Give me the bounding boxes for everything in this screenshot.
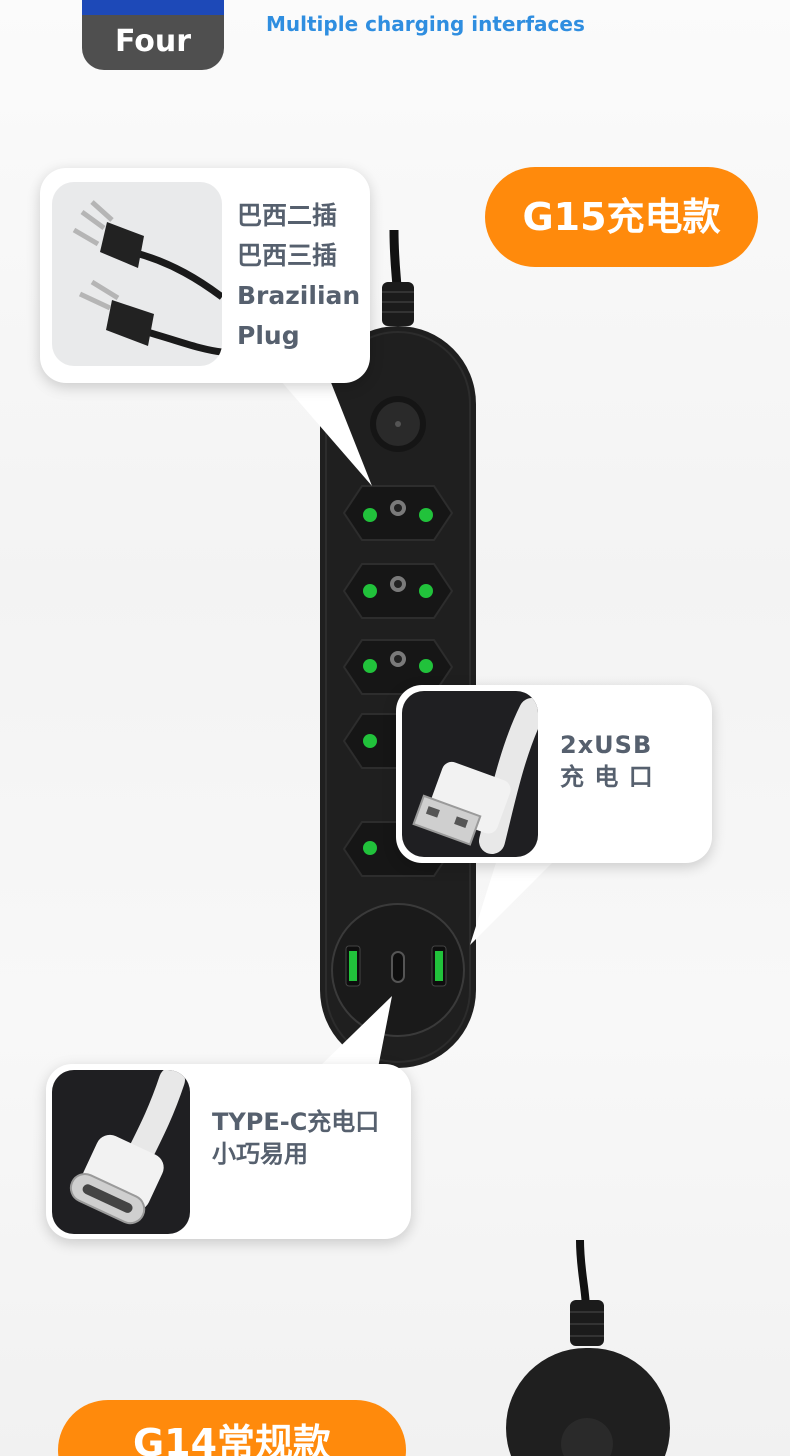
callout-pointer-typec [318,996,392,1068]
callout-line: 巴西二插 [237,201,338,230]
type-c-description: TYPE-C充电口 小巧易用 [212,1106,379,1170]
g14-power-switch-icon [561,1418,613,1456]
callout-line: 2xUSB [560,731,653,759]
socket-2 [342,563,454,619]
usb-c-connector-icon [52,1070,190,1234]
section-tab: Four [82,0,224,70]
callout-line: TYPE-C充电口 [212,1108,380,1136]
g14-cable [576,1239,590,1311]
tab-accent-bar [82,0,224,15]
g14-strip-body [506,1348,670,1456]
callout-type-c: TYPE-C充电口 小巧易用 [46,1064,411,1239]
usb-description: 2xUSB 充 电 口 [560,729,654,793]
usb-port-module [331,903,465,1037]
callout-pointer-usb [470,850,560,945]
model-badge-g15: G15充电款 [485,167,758,267]
section-subtitle: Multiple charging interfaces [266,12,585,36]
brazilian-plug-icon [52,182,222,366]
socket-1 [342,485,454,541]
model-badge-g14: G14常规款 [58,1400,406,1456]
callout-brazilian-plug: 巴西二插 巴西三插 Brazilian Plug [40,168,370,383]
usb-a-connector-icon [402,691,538,857]
brazilian-plug-description: 巴西二插 巴西三插 Brazilian Plug [237,196,360,356]
cable-strain-relief [382,282,414,326]
callout-line: Plug [237,321,300,350]
callout-line: Brazilian [237,281,361,310]
callout-line: 小巧易用 [212,1140,308,1168]
power-switch-icon [370,396,426,452]
callout-pointer-plug [280,380,372,486]
callout-usb: 2xUSB 充 电 口 [396,685,712,863]
section-number: Four [114,24,192,59]
callout-line: 巴西三插 [237,241,338,270]
callout-line: 充 电 口 [560,763,654,791]
